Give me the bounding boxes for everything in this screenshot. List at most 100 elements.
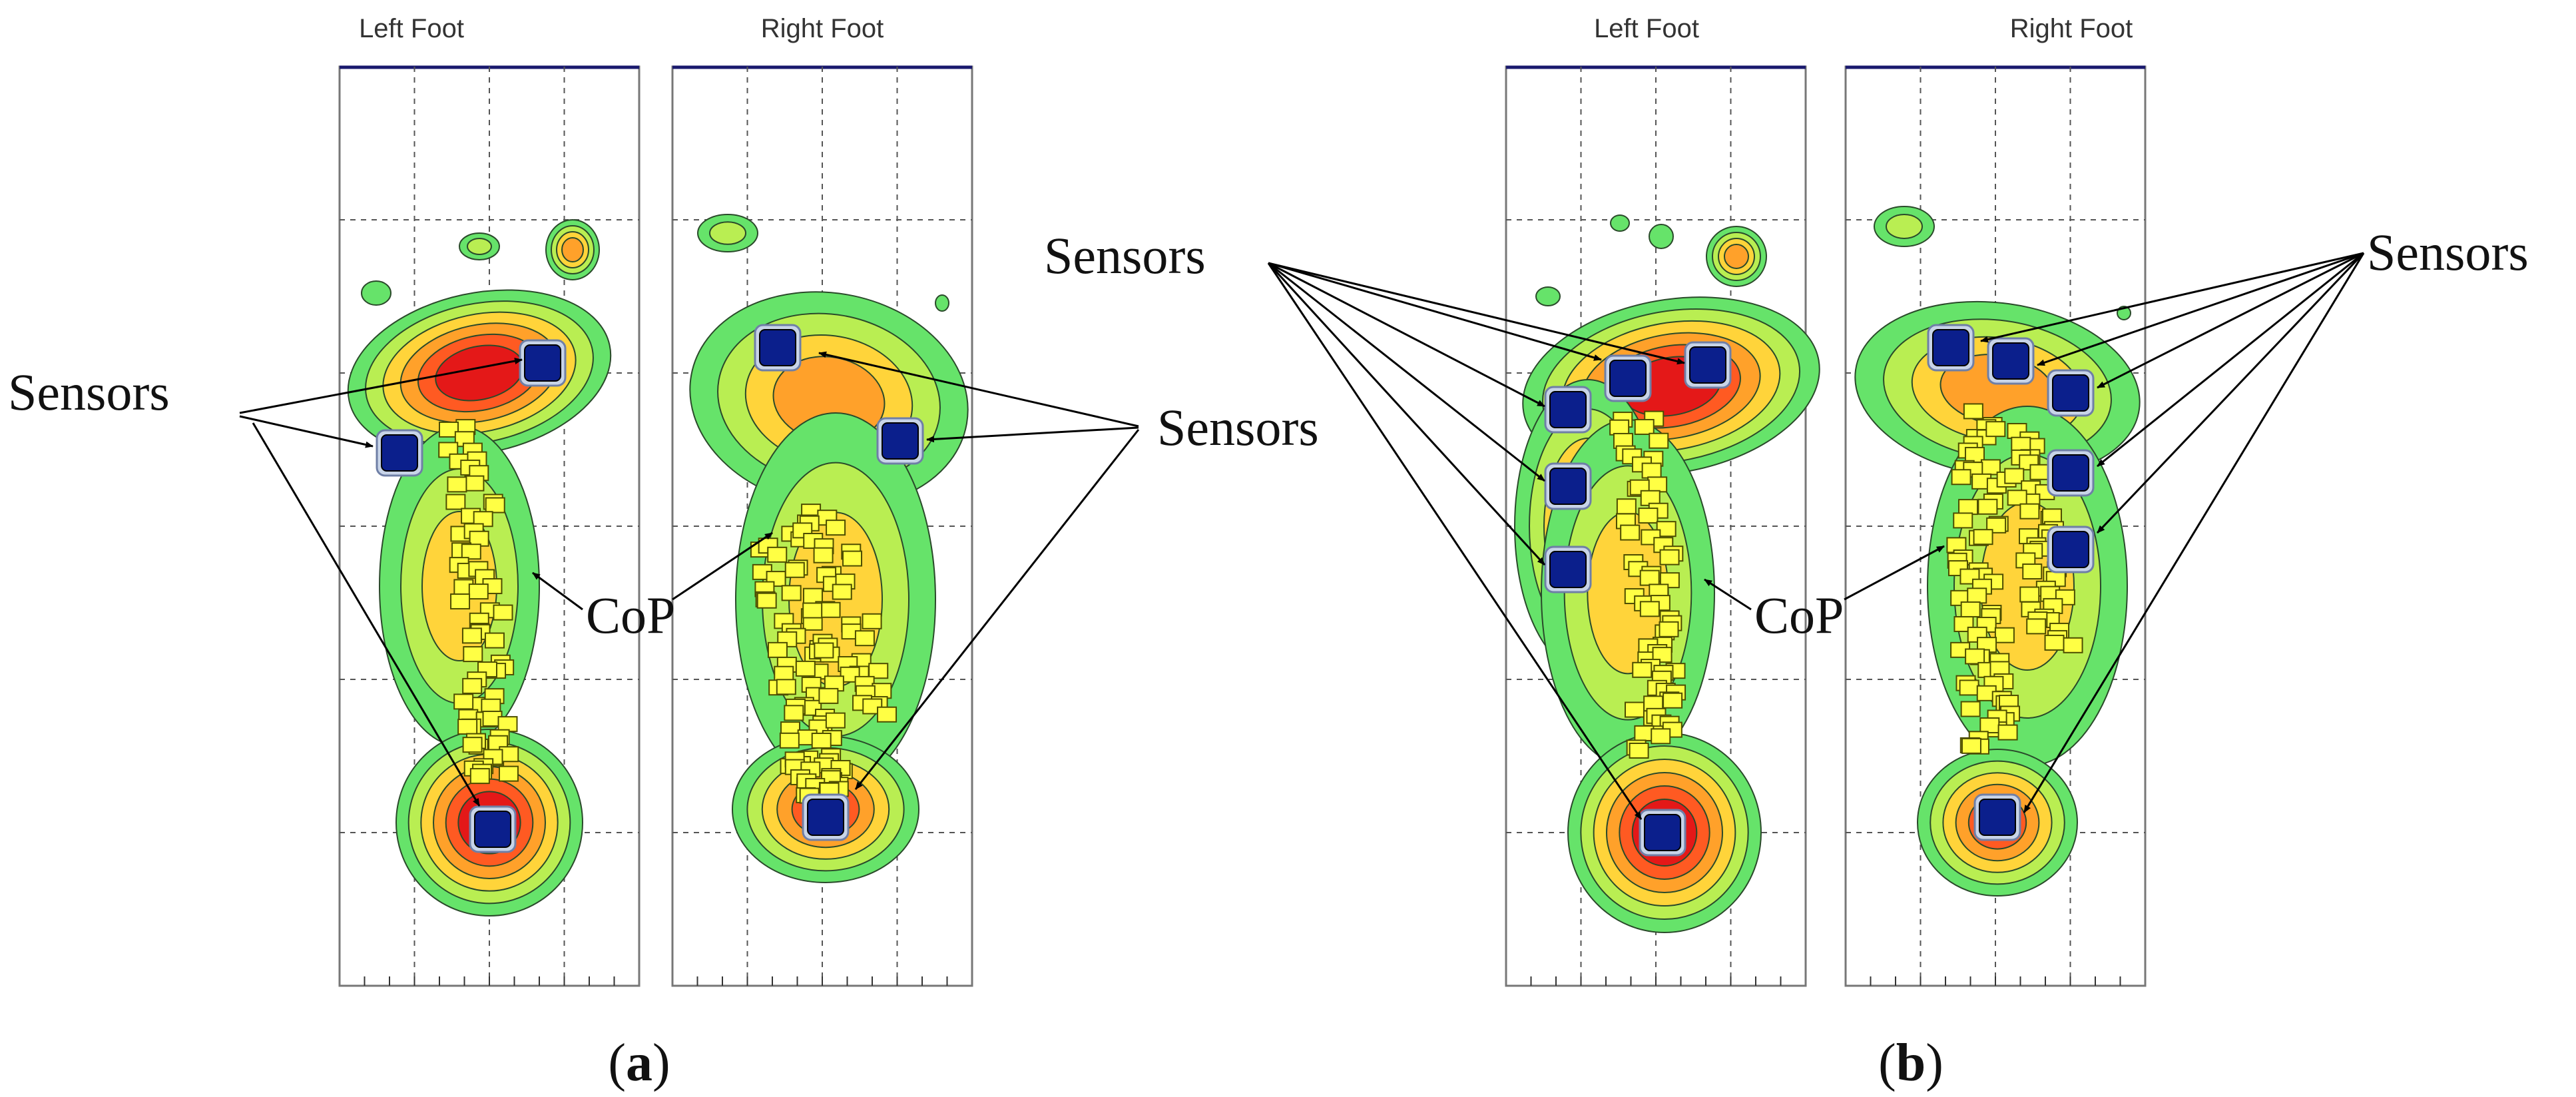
b-left-s6-sensor-icon — [1644, 814, 1681, 851]
a-arrow-sensor-3 — [252, 422, 481, 807]
a-arrow-sensor-1 — [239, 358, 523, 414]
b-arrow-sensor-right-6 — [2023, 252, 2365, 813]
figure-b-right-foot-title: Right Foot — [2010, 14, 2133, 43]
b-left-s3-sensor-icon — [1549, 391, 1587, 428]
a-left-cop-marker — [463, 646, 483, 663]
a-right-b-cop-marker — [825, 712, 846, 729]
figure-b-caption: (b) — [1878, 1034, 1943, 1092]
a-right-b-cop-marker — [802, 602, 823, 619]
b-left-cop-marker — [1625, 701, 1645, 718]
figure-b-sensors-left-label: Sensors — [1044, 226, 1206, 284]
b-right-s1-sensor-icon — [1932, 329, 1969, 366]
a-right-b-cop-marker — [813, 547, 834, 563]
b-left-cop-marker — [1656, 521, 1676, 538]
b-right-cop-marker — [1963, 403, 1983, 420]
a-left-cop-marker — [445, 494, 466, 510]
a-right-cop-marker — [756, 592, 777, 609]
a-left-cop-marker — [485, 497, 505, 514]
figure-b-arrows — [1267, 252, 2365, 820]
a-left-cop-marker — [468, 583, 489, 600]
a-right-b-cop-marker — [842, 550, 863, 567]
b-left-cop-marker — [1651, 728, 1671, 745]
b-left-cop-marker — [1659, 549, 1680, 565]
b-arrow-sensor-left-1 — [1268, 262, 1602, 361]
b-arrow-sensor-left-3 — [1268, 262, 1545, 408]
b-right-cop-marker — [1973, 529, 1993, 546]
b-left-cop-marker — [1647, 476, 1668, 493]
b-right-cop-marker — [1967, 587, 1987, 604]
figure-a-caption: (a) — [608, 1034, 670, 1092]
b-right-b-cop-marker — [2004, 468, 2025, 484]
a-right-cop-marker — [781, 585, 802, 601]
b-right-cop-marker — [1958, 499, 1979, 516]
b-right-b-cop-marker — [2007, 490, 2027, 506]
a-right-island-contour-level-2 — [709, 221, 746, 245]
figure-b-right-foot-panel — [1844, 65, 2147, 987]
a-right-s1-sensor-icon — [759, 329, 796, 366]
a-right-b-cop-marker — [877, 706, 898, 723]
a-right-cop-marker — [784, 561, 805, 578]
a-left-cop-marker — [464, 475, 485, 492]
a-left-cop-marker — [453, 693, 474, 710]
a-right-b-cop-marker — [840, 666, 860, 683]
figure-a: Left Foot Right Foot Sensors Sensors CoP… — [8, 14, 1319, 1092]
b-left-s4-sensor-icon — [1549, 468, 1587, 505]
b-arrow-sensor-left-2 — [1268, 262, 1685, 365]
a-right-s3-sensor-icon — [807, 799, 844, 836]
b-right-s3-sensor-icon — [2052, 374, 2089, 412]
b-right-cop-marker — [1977, 498, 1998, 515]
a-left-cop-marker — [498, 765, 519, 782]
a-left-cop-marker — [493, 604, 513, 621]
a-left-cop-marker — [450, 593, 471, 609]
b-right-s6-sensor-icon — [1979, 799, 2016, 836]
b-right-b-cop-marker — [2019, 503, 2040, 520]
b-arrow-sensor-right-2 — [2037, 252, 2364, 366]
b-right-s2-sensor-icon — [1992, 342, 2029, 380]
b-left-cop-marker — [1641, 462, 1662, 479]
a-left-cop-marker — [461, 544, 481, 560]
a-left-cop-marker — [462, 677, 483, 694]
figure-a-left-foot-panel — [338, 65, 641, 987]
a-left-island-contour-level-2 — [467, 238, 492, 255]
b-left-cop-marker — [1663, 692, 1683, 709]
b-right-cop-marker — [1951, 469, 1971, 486]
b-right-cop-marker — [1994, 627, 2015, 643]
b-left-s1-sensor-icon — [1689, 346, 1726, 384]
a-right-cop-marker — [767, 641, 788, 658]
a-right-cop-marker — [811, 733, 832, 749]
a-right-dot-contour-level-1 — [935, 294, 949, 312]
b-right-s5-sensor-icon — [2052, 531, 2089, 568]
figure-a-sensors-left-label: Sensors — [8, 363, 170, 421]
b-right-cop-marker — [1997, 724, 2018, 741]
b-left-island-toe-contour-level-4 — [1724, 244, 1749, 269]
a-right-b-cop-marker — [820, 601, 841, 618]
b-arrow-sensor-right-5 — [2096, 252, 2365, 534]
figure-b-cop-label: CoP — [1754, 586, 1844, 644]
b-left-cop-marker — [1629, 742, 1649, 759]
b-right-cop-marker — [1961, 737, 1981, 754]
b-left-cop-marker — [1609, 419, 1630, 436]
figure-b-left-foot-title: Left Foot — [1594, 14, 1699, 43]
a-right-b-cop-marker — [832, 583, 852, 600]
figure-a-right-foot-panel — [671, 65, 973, 987]
figure-a-right-foot-title: Right Foot — [761, 14, 884, 43]
b-right-cop-marker — [1960, 601, 1981, 617]
a-right-b-cop-marker — [826, 520, 846, 536]
b-left-island-small-contour-level-1 — [1535, 286, 1561, 306]
b-right-b-cop-marker — [2022, 563, 2043, 580]
b-arrow-sensor-left-5 — [1267, 262, 1546, 566]
b-left-cop-marker — [1634, 725, 1655, 741]
a-right-cop-marker — [784, 705, 804, 721]
b-right-b-cop-marker — [2063, 637, 2083, 653]
a-right-cop-marker — [779, 732, 800, 749]
a-left-cop-marker — [457, 719, 478, 735]
b-right-cop-marker — [1960, 701, 1981, 717]
b-left-cop-marker — [1639, 569, 1660, 586]
a-left-island-small-contour-level-1 — [361, 280, 391, 306]
b-arrow-cop-right — [1844, 545, 1945, 601]
a-arrow-cop-left — [532, 571, 583, 611]
b-right-s4-sensor-icon — [2052, 454, 2089, 492]
a-right-cop-marker — [767, 546, 788, 563]
